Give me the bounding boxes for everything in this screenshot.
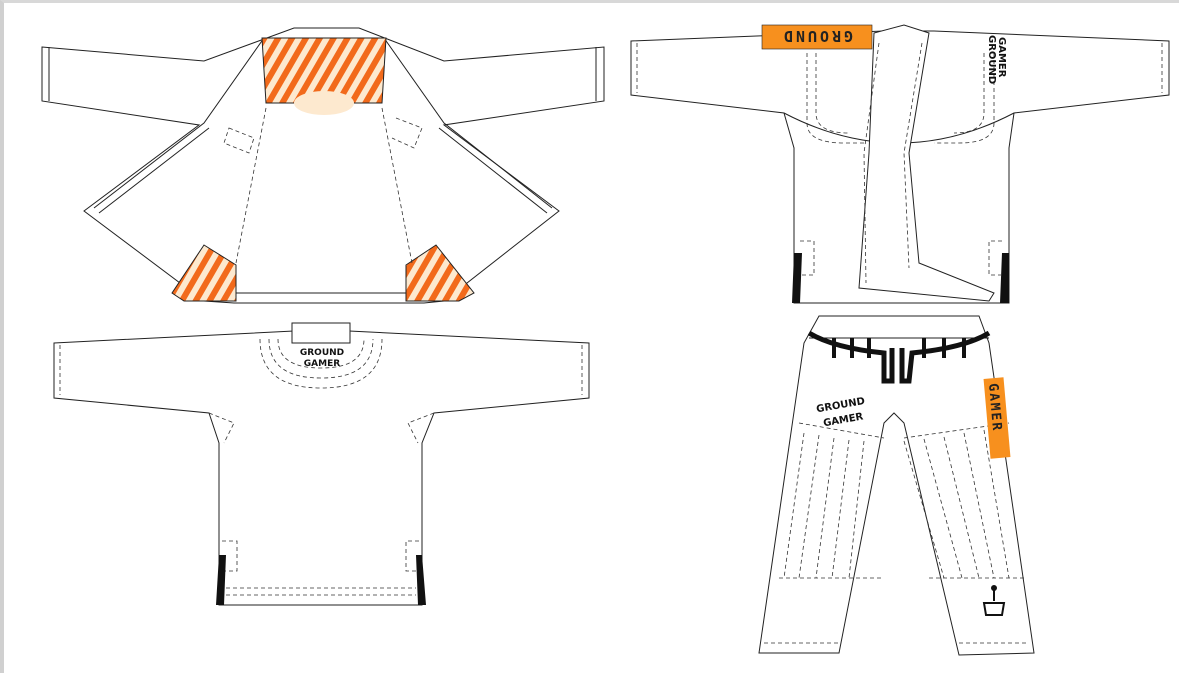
svg-text:GAMER: GAMER — [996, 37, 1007, 78]
chest-logo: GROUND GAMER — [986, 35, 1007, 84]
pants-front-view: GROUND GAMER GAMER — [758, 315, 1035, 656]
lapel-sunburst-right — [405, 244, 475, 302]
gi-drawing: GROUND GROUND GAMER GROUND GAMER GROUND … — [41, 24, 1170, 656]
svg-text:GAMER: GAMER — [304, 359, 340, 369]
back-logo: GROUND GAMER — [300, 348, 344, 369]
sleeve-patch: GROUND — [761, 24, 873, 50]
lapel — [858, 24, 995, 302]
collar-sunburst — [261, 37, 387, 104]
lapel-sunburst-left — [171, 244, 237, 302]
svg-text:GROUND: GROUND — [986, 35, 997, 84]
jacket-inside-view — [41, 27, 605, 304]
joystick-icon — [982, 585, 1006, 616]
pants-patch: GAMER — [983, 377, 1011, 459]
pants-patch-text: GAMER — [985, 383, 1004, 433]
jacket-front-view: GROUND GROUND GAMER — [630, 24, 1170, 304]
jacket-back-view: GROUND GAMER — [53, 322, 590, 606]
sleeve-patch-text: GROUND — [781, 27, 853, 45]
svg-text:GROUND: GROUND — [300, 348, 344, 358]
